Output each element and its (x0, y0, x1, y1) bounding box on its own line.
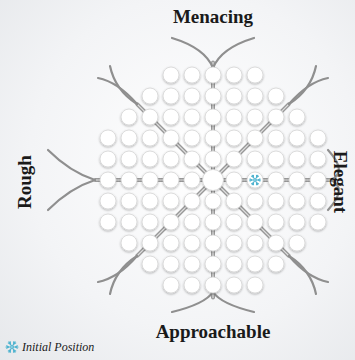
legend-icon (6, 342, 18, 352)
axis-label: Elegant (331, 151, 350, 213)
legend-text: Initial Position (22, 341, 94, 353)
position-dots (100, 67, 326, 293)
initial-position-marker (250, 175, 261, 185)
axis-label: Rough (15, 155, 34, 209)
decorative-lines (48, 38, 339, 312)
axis-label: Menacing (173, 7, 253, 26)
axis-label: Approachable (156, 322, 271, 341)
